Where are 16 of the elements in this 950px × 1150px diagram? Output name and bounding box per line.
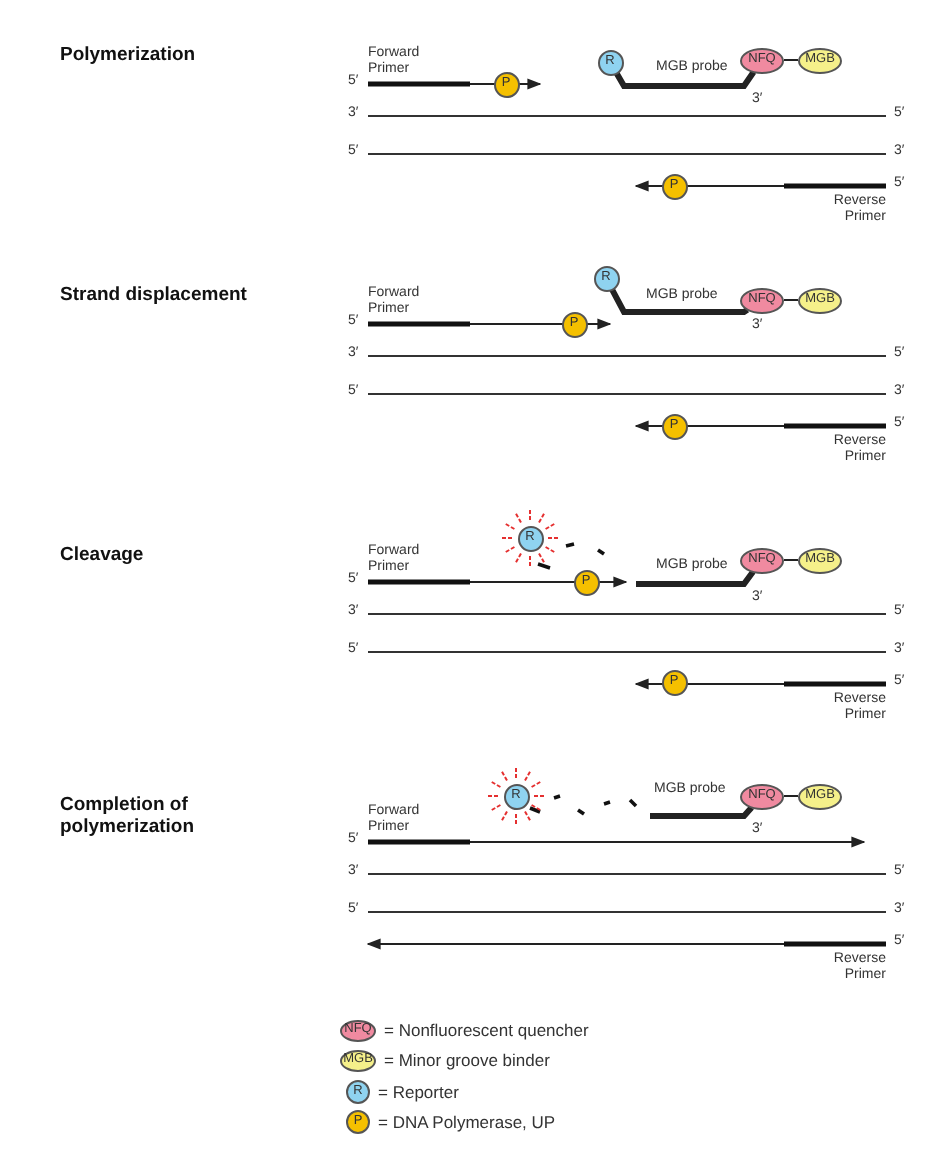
- connector-line: [609, 288, 750, 315]
- legend-text: = DNA Polymerase, UP: [378, 1112, 556, 1132]
- step-title: Cleavage: [60, 544, 146, 566]
- legend-text: = Reporter: [378, 1082, 459, 1102]
- step-title: Strand displacement: [60, 284, 249, 306]
- legend-text: = Nonfluorescent quencher: [384, 1020, 589, 1040]
- connector-line: [783, 59, 799, 61]
- connector-line: [783, 299, 799, 301]
- connector-line: [783, 795, 799, 797]
- connector-line: [650, 805, 754, 819]
- connector-line: [614, 70, 757, 89]
- connector-line: [636, 570, 756, 587]
- step-title: Polymerization: [60, 44, 198, 66]
- step-title: Completion of polymerization: [60, 794, 197, 838]
- legend-text: = Minor groove binder: [384, 1050, 550, 1070]
- connector-line: [783, 559, 799, 561]
